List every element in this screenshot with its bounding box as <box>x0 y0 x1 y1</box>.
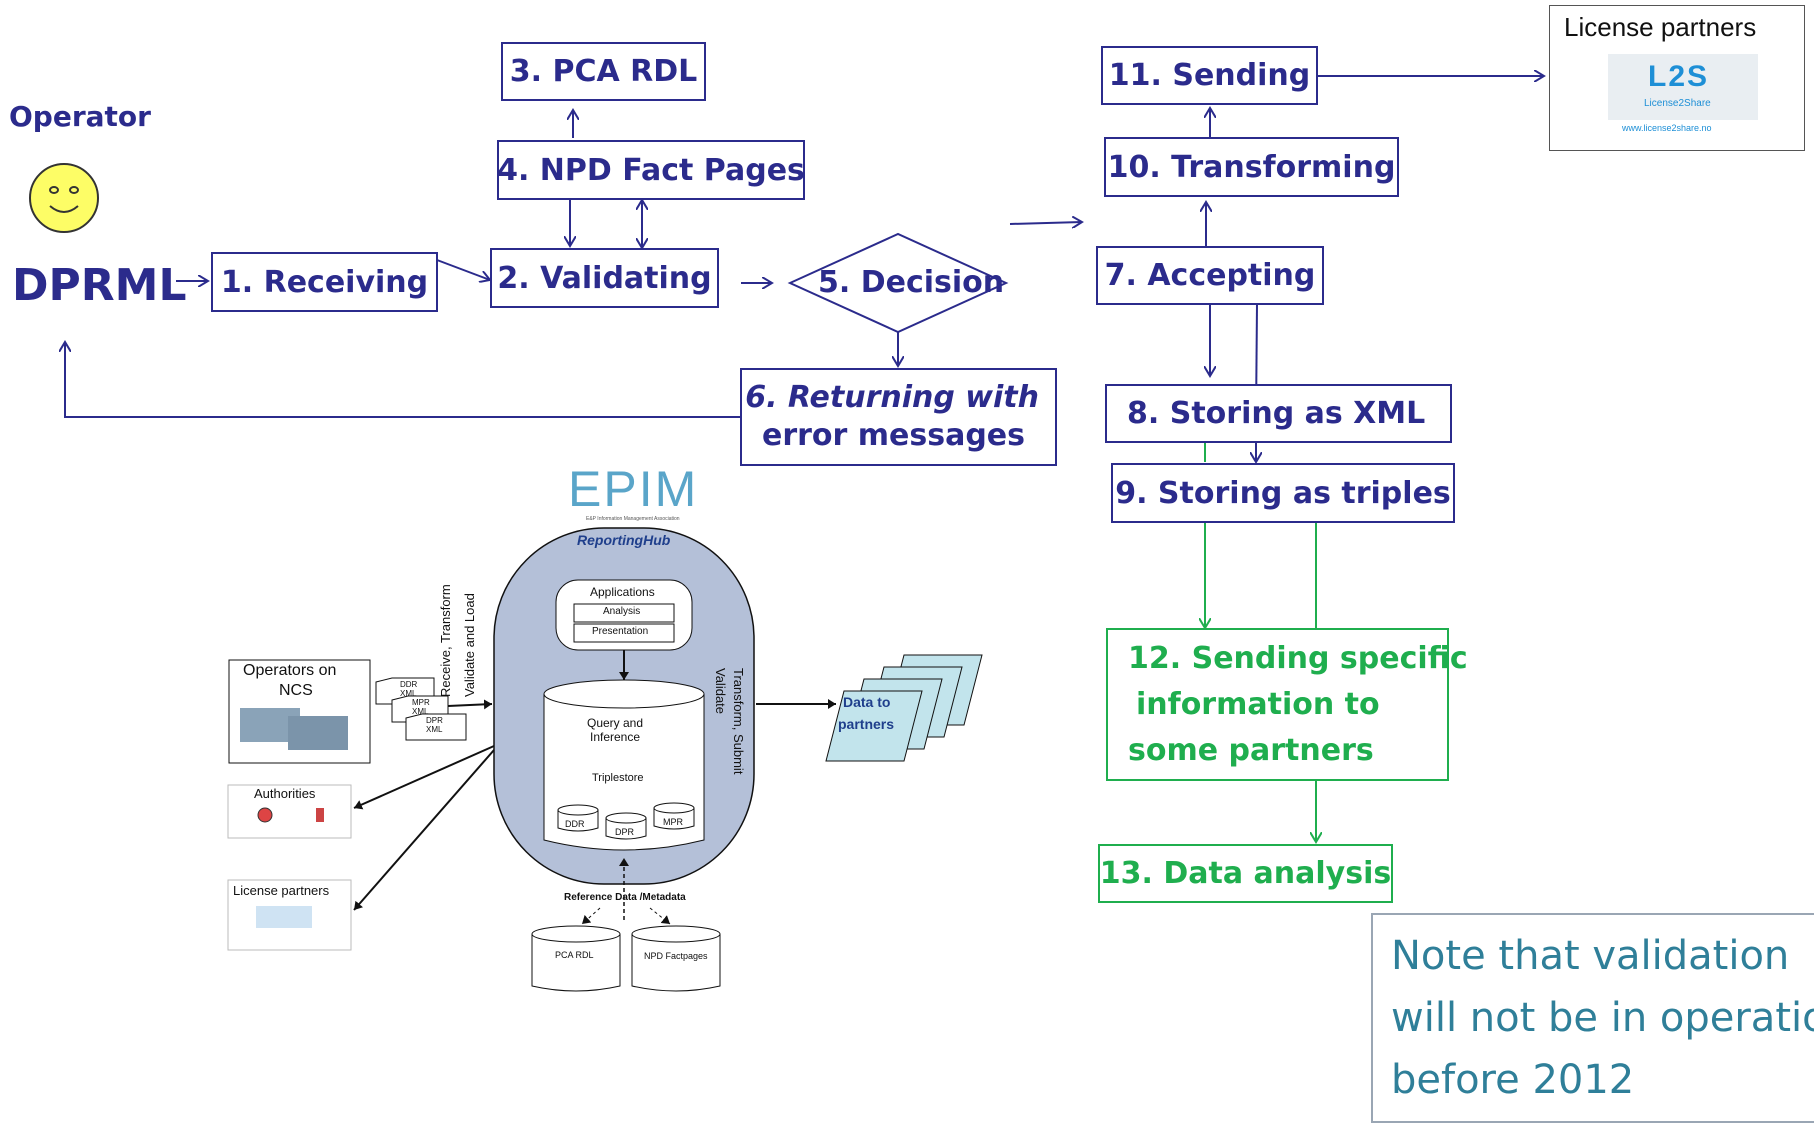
smiley-icon <box>28 162 100 234</box>
triplestore-label: Triplestore <box>592 772 644 784</box>
pca-rdl-small-label: PCA RDL <box>555 950 594 960</box>
arrow-hub-to-license <box>353 749 495 911</box>
arrow-ref-to-npd <box>649 907 671 925</box>
sending-specific-line-3: some partners <box>1128 732 1374 768</box>
npd-factpages-small-label: NPD Factpages <box>644 951 708 961</box>
analysis-label: Analysis <box>603 606 641 617</box>
operator-label: Operator <box>9 100 151 133</box>
dprml-label: DPRML <box>12 260 187 311</box>
arrow-hub-to-authorities <box>353 745 495 810</box>
analysis-box <box>573 603 675 623</box>
epim-logo-text: EPIM <box>568 461 699 517</box>
doc-mpr-label: MPR XML <box>412 698 430 716</box>
step-receiving: 1. Receiving <box>211 252 438 312</box>
step-storing-xml: 8. Storing as XML <box>1105 384 1452 443</box>
step-decision: 5. Decision <box>818 265 1005 300</box>
doc-ddr-label: DDR XML <box>400 680 418 698</box>
presentation-box <box>573 623 675 643</box>
pca-rdl-cylinder <box>531 934 621 992</box>
authorities-label: Authorities <box>254 786 316 801</box>
l2s-logo-sub: License2Share <box>1644 98 1711 109</box>
note-line-2: will not be in operation <box>1391 995 1814 1041</box>
license-partners-small-label: License partners <box>233 883 330 898</box>
doc-dpr-label: DPR XML <box>426 716 443 734</box>
license-partners-title: License partners <box>1564 12 1757 42</box>
step-storing-triples: 9. Storing as triples <box>1111 463 1455 523</box>
note-line-1: Note that validation <box>1391 933 1790 979</box>
query-label-1: Query and <box>587 716 644 730</box>
hub-left-side-1: Receive, Transform <box>438 584 453 697</box>
note-line-3: before 2012 <box>1391 1057 1635 1103</box>
l2s-logo-text: L2S <box>1648 60 1710 93</box>
epim-logo-sub: E&P Information Management Association <box>586 516 680 522</box>
step-npd-fact-pages: 4. NPD Fact Pages <box>497 140 805 200</box>
license-partners-box: License partners L2S License2Share www.l… <box>1549 5 1805 151</box>
authorities-logo-icon <box>257 807 273 823</box>
applications-label: Applications <box>590 585 655 599</box>
step-sending-specific: 12. Sending specific information to some… <box>1106 628 1468 781</box>
npd-logo-icon <box>316 808 324 822</box>
hub-right-side-2: Validate <box>713 668 728 715</box>
reporting-hub-title: ReportingHub <box>577 532 671 548</box>
step-data-analysis: 13. Data analysis <box>1098 844 1393 903</box>
sending-specific-line-1: 12. Sending specific <box>1128 640 1468 676</box>
mpr-label: MPR <box>663 817 683 827</box>
step-transforming: 10. Transforming <box>1104 137 1399 197</box>
epim-logo: EPIM E&P Information Management Associat… <box>568 461 696 526</box>
npd-factpages-cylinder <box>631 934 721 992</box>
validation-note: Note that validation will not be in oper… <box>1371 913 1814 1123</box>
step-accepting: 7. Accepting <box>1096 246 1324 305</box>
step-sending: 11. Sending <box>1101 46 1318 105</box>
ddr-label: DDR <box>565 819 585 829</box>
arrow-ref-to-pca <box>581 907 601 925</box>
arrow-docs-to-hub <box>447 699 493 710</box>
hub-right-side-1: Transform, Submit <box>731 668 746 775</box>
arrow-decision-to-accepting <box>1009 222 1082 224</box>
decision-diamond <box>787 232 1009 334</box>
operators-label-2: NCS <box>279 682 313 699</box>
step-returning: 6. Returning with error messages <box>740 368 1057 466</box>
l2s-small-logo-icon <box>256 906 312 928</box>
step-validating: 2. Validating <box>490 248 719 308</box>
doc-dpr <box>405 713 467 741</box>
returning-line-2: error messages <box>761 418 1025 453</box>
l2s-url: www.license2share.no <box>1622 123 1712 133</box>
l2s-logo: L2S License2Share <box>1608 54 1758 120</box>
reference-data-label: Reference Data /Metadata <box>564 892 686 903</box>
hub-left-side-2: Validate and Load <box>462 593 477 697</box>
dpr-label: DPR <box>615 827 635 837</box>
returning-line-1: 6. Returning with <box>745 380 1039 415</box>
operators-label-1: Operators on <box>243 662 337 679</box>
data-to-partners-label-2: partners <box>838 716 895 732</box>
partner-sheet-0 <box>825 690 923 762</box>
sending-specific-line-2: information to <box>1136 686 1380 722</box>
data-to-partners-label-1: Data to <box>843 694 891 710</box>
presentation-label: Presentation <box>592 626 649 637</box>
arrow-returning-to-dprml <box>65 342 740 418</box>
rig-photo-2 <box>288 716 348 750</box>
step-pca-rdl: 3. PCA RDL <box>501 42 706 101</box>
arrow-receiving-to-validating <box>436 259 490 280</box>
authorities-box <box>227 784 352 839</box>
query-label-2: Inference <box>590 730 641 744</box>
